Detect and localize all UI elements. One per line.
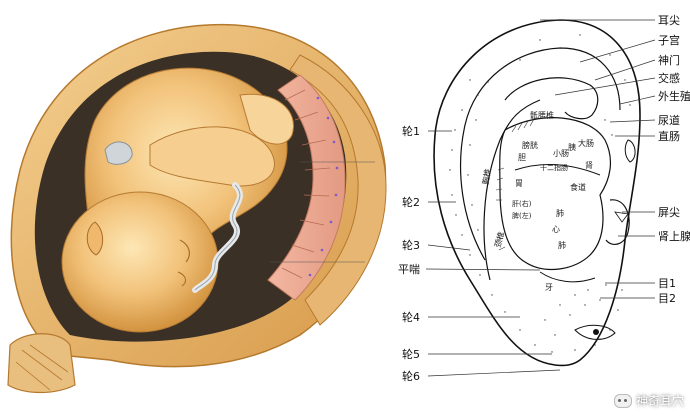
- label-shenmen: 神门: [658, 53, 680, 67]
- inner-label-xiaochang: 小肠: [553, 149, 569, 158]
- watermark-text: 神奇耳穴: [635, 394, 684, 408]
- ear-stippling: [449, 34, 631, 353]
- label-mu1: 目1: [658, 277, 676, 290]
- label-lun3: 轮3: [402, 238, 420, 252]
- inner-label-xiongzhui: 胸椎: [480, 168, 493, 185]
- fetus-head: [61, 191, 219, 333]
- inner-label-dachang: 大肠: [578, 138, 594, 148]
- label-waishengzhiqi: 外生殖: [658, 89, 690, 103]
- ear-antihelix: [504, 77, 599, 120]
- wechat-icon: [613, 393, 632, 408]
- fetus-illustration: [7, 23, 387, 394]
- inner-label-yi: 胰: [568, 142, 576, 152]
- label-pingchuan: 平喘: [398, 263, 420, 276]
- inner-label-shidao: 食道: [570, 182, 586, 192]
- watermark: 神奇耳穴: [613, 392, 684, 409]
- inner-label-pi-zuo: 脾(左): [512, 211, 532, 220]
- label-zigong: 子宫: [658, 33, 680, 47]
- fetus-foot: [239, 93, 294, 145]
- ear-concha: [499, 117, 612, 270]
- inner-label-dan: 胆: [518, 153, 526, 162]
- label-pingjian: 屏尖: [658, 206, 680, 219]
- label-shenshangxian: 肾上腺: [658, 229, 690, 243]
- inner-label-gan-you: 肝(右): [512, 199, 532, 208]
- fetus-hand: [104, 141, 133, 165]
- fetus-leg: [149, 126, 275, 187]
- cervix: [7, 333, 76, 394]
- label-niaodao: 尿道: [658, 113, 680, 127]
- fetus-ear: [86, 221, 104, 256]
- inner-label-fei2: 肺: [558, 241, 566, 250]
- ear-helix-outline: [433, 19, 641, 367]
- label-erjian: 耳尖: [658, 14, 680, 27]
- ear-diagram: 骶腰椎 膀胱 大肠 小肠 胰 胆 十二指肠 肾 胃 食道 肝(右) 脾(左) 胸…: [398, 14, 690, 383]
- wall-cross-section: [289, 54, 387, 326]
- label-lun2: 轮2: [402, 195, 420, 209]
- inner-label-ya: 牙: [545, 283, 553, 292]
- label-zhichang: 直肠: [658, 129, 680, 143]
- label-lun4: 轮4: [402, 310, 420, 324]
- ear-helix-inner: [460, 47, 621, 261]
- ear-tragus: [605, 199, 630, 246]
- ear-lobe-eye: [574, 324, 616, 340]
- inner-label-dizhuizhui: 骶腰椎: [530, 110, 554, 120]
- label-jiaogan: 交感: [658, 71, 680, 85]
- inner-label-wei: 胃: [515, 179, 523, 188]
- inner-label-shen: 肾: [585, 161, 593, 170]
- label-lun1: 轮1: [402, 124, 420, 138]
- inner-label-xin: 心: [552, 225, 560, 234]
- label-mu2: 目2: [658, 292, 676, 305]
- inner-label-shierzhichang: 十二指肠: [540, 163, 568, 172]
- inner-label-pang: 膀胱: [522, 140, 538, 150]
- inner-label-jingzhui: 颈椎: [492, 230, 506, 248]
- inner-label-fei1: 肺: [556, 209, 564, 218]
- label-lun5: 轮5: [402, 347, 420, 361]
- label-lun6: 轮6: [402, 369, 420, 383]
